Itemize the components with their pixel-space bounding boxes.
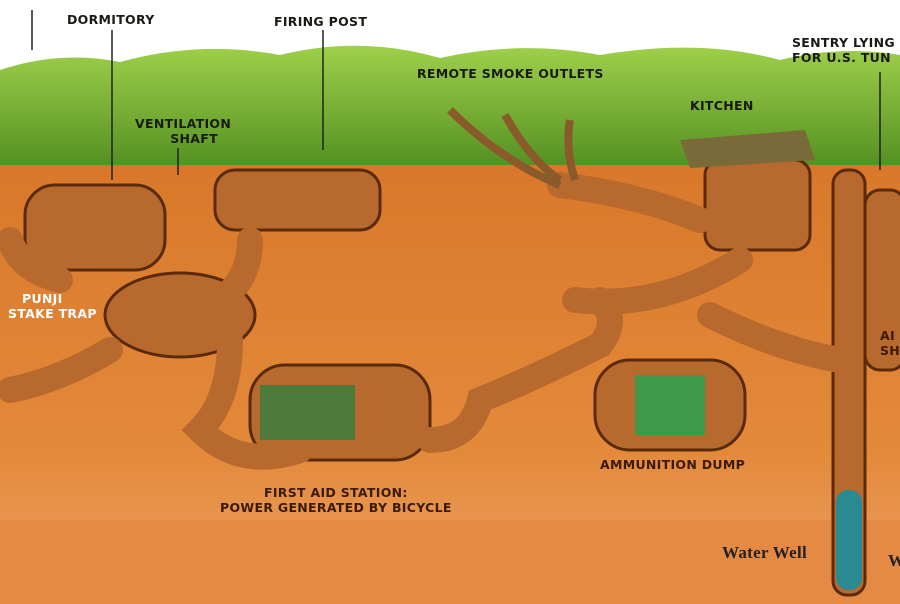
kitchen-roof xyxy=(680,130,815,168)
label-punji-line1: PUNJI xyxy=(22,291,63,306)
label-sentry: SENTRY LYING FOR U.S. TUN xyxy=(792,35,895,65)
label-punji-line2: STAKE TRAP xyxy=(8,306,97,321)
bunk-beds xyxy=(260,385,355,440)
label-air-shaft-line1: AI xyxy=(880,328,895,343)
label-firing-post: FIRING POST xyxy=(274,14,368,29)
label-water-edge: W xyxy=(888,551,900,570)
label-first-aid-line2: POWER GENERATED BY BICYCLE xyxy=(220,500,452,515)
label-remote-smoke-outlets: REMOTE SMOKE OUTLETS xyxy=(417,66,604,81)
label-sentry-line1: SENTRY LYING xyxy=(792,35,895,50)
label-dormitory: DORMITORY xyxy=(67,12,155,27)
label-ammunition-dump: AMMUNITION DUMP xyxy=(600,457,746,472)
smoke-outlets xyxy=(447,107,579,189)
leader-lines xyxy=(31,10,881,180)
label-air-shaft: AI SH xyxy=(880,328,900,358)
label-kitchen: KITCHEN xyxy=(690,98,754,113)
label-punji-stake-trap: PUNJI STAKE TRAP xyxy=(8,291,97,321)
label-sentry-line2: FOR U.S. TUN xyxy=(792,50,891,65)
label-ventilation-line1: VENTILATION xyxy=(135,116,232,131)
ammunition-crates xyxy=(635,375,705,435)
firing-post-chamber xyxy=(213,168,382,232)
dormitory-chamber xyxy=(23,183,167,272)
label-first-aid-station: FIRST AID STATION: POWER GENERATED BY BI… xyxy=(220,485,452,515)
label-ventilation-line2: SHAFT xyxy=(170,131,218,146)
label-air-shaft-line2: SH xyxy=(880,343,900,358)
well-water xyxy=(836,490,862,590)
lower-soil xyxy=(0,520,900,604)
label-first-aid-line1: FIRST AID STATION: xyxy=(264,485,408,500)
label-ventilation-shaft: VENTILATION SHAFT xyxy=(135,116,231,146)
right-chamber xyxy=(863,188,900,372)
kitchen-chamber xyxy=(703,158,812,252)
tunnel-passages xyxy=(0,172,853,470)
water-well-shaft xyxy=(831,168,867,597)
label-water-well: Water Well xyxy=(722,543,808,562)
